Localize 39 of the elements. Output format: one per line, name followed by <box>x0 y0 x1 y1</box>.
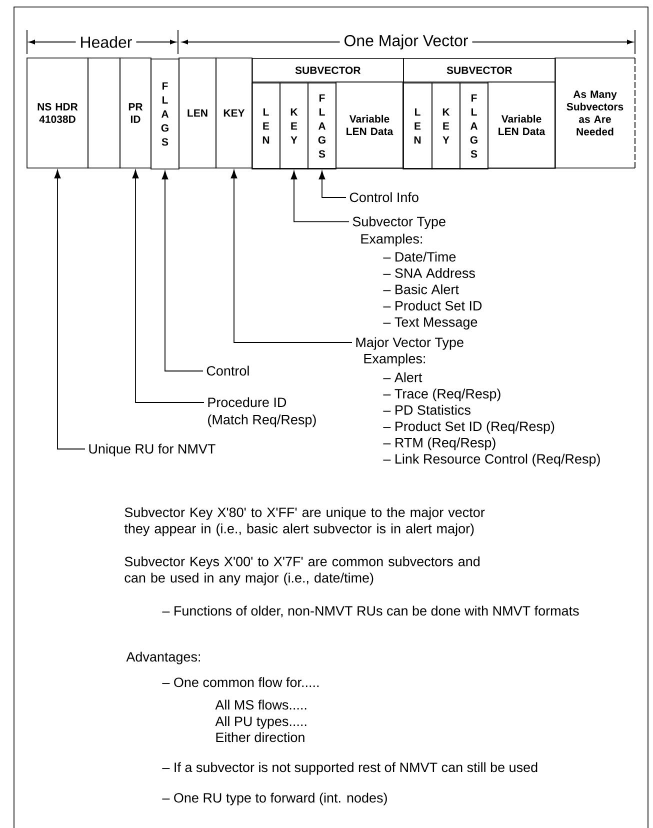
annotation-text: Procedure ID (Match Req/Resp) <box>208 397 316 428</box>
arrow <box>132 170 204 403</box>
note-text: All PU types..... <box>215 716 306 729</box>
table-cell: As Many Subvectors as Are Needed <box>554 58 636 168</box>
arrow <box>162 170 204 372</box>
annotation-text: Major Vector Type Examples: – Alert – Trace (Req/Resp) – PD Statistics – Product Set ID (Req/Resp) – RTM (Req/Resp) – Link Resource Control (Req/Resp) <box>356 337 600 466</box>
annotation-text: Control <box>206 366 249 376</box>
note-text: Subvector Keys X'00' to X'7F' are common subvectors and can be used in any major (i.e., date/time) <box>124 556 480 586</box>
note-text: All MS flows..... <box>215 700 306 710</box>
note-text: – One RU type to forward (int. nodes) <box>162 792 387 806</box>
note-text: – Functions of older, non-NMVT RUs can be done with NMVT formats <box>162 606 579 618</box>
table-cell: KEY <box>280 82 308 170</box>
table-cell: KEY <box>432 82 460 170</box>
note-text: Advantages: <box>126 652 200 664</box>
table-cell: LEN <box>178 58 216 168</box>
table-cell: FLAGS <box>460 82 488 170</box>
arrow <box>54 170 86 450</box>
table-cell: Variable LEN Data <box>336 82 404 168</box>
note-text: Subvector Key X'80' to X'FF' are unique to the major vector they appear in (i.e., basic alert subvector is in alert major) <box>124 507 485 536</box>
note-text: – One common flow for..... <box>162 677 319 688</box>
note-text: – If a subvector is not supported rest of NMVT can still be used <box>162 762 538 775</box>
table-cell: FLAGS <box>308 82 336 170</box>
arrow <box>230 170 352 343</box>
table-cell: PR ID <box>120 58 152 168</box>
note-text: Either direction <box>216 732 304 742</box>
table-cell: LEN <box>252 82 280 170</box>
table-cell <box>88 58 120 168</box>
table-cell: NS HDR 41038D <box>26 58 88 168</box>
table-cell: Variable LEN Data <box>488 82 556 168</box>
arrow <box>318 170 346 198</box>
arrow <box>290 170 350 222</box>
table-cell: KEY <box>216 58 252 168</box>
dimension-label: Header <box>76 35 136 49</box>
table-cell: LEN <box>402 82 432 170</box>
dimension-label: One Major Vector <box>340 34 472 50</box>
table-cell: FLAGS <box>150 58 180 170</box>
annotation-text: Subvector Type Examples: – Date/Time – SNA Address – Basic Alert – Product Set ID – Text Message <box>352 216 482 330</box>
annotation-text: Control Info <box>350 192 418 202</box>
annotation-text: Unique RU for NMVT <box>89 444 216 456</box>
